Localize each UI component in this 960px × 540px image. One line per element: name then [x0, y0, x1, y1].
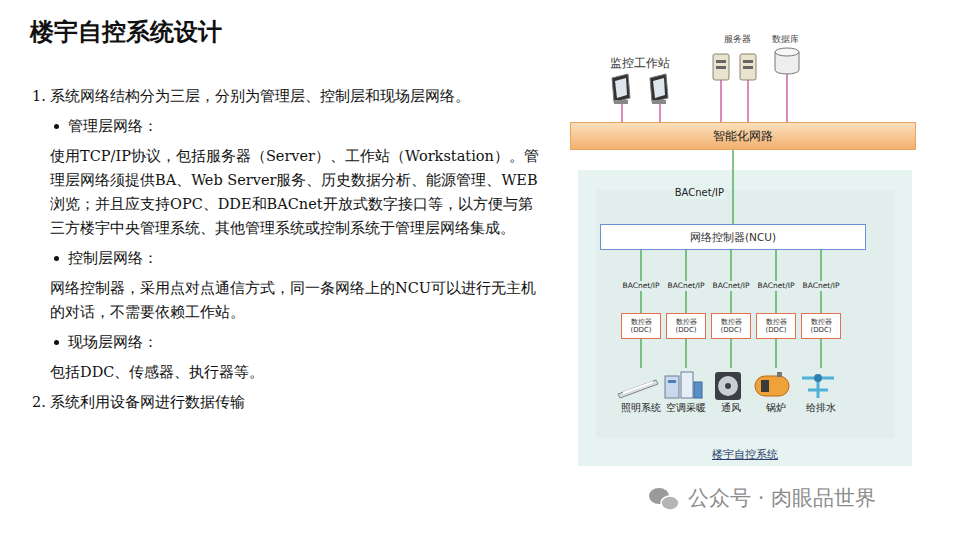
node-text: 空调采暖: [660, 402, 712, 413]
workstation-icon: [612, 74, 668, 104]
ddc-box: 数控器 (DDC): [621, 313, 661, 339]
equipment-icon: [750, 368, 796, 402]
system-panel: [578, 170, 912, 466]
network-link: [640, 339, 641, 368]
network-link: [775, 339, 776, 368]
node-text: 数控器 (DDC): [624, 318, 658, 335]
database-icon: [775, 48, 799, 74]
node-text: 通风: [705, 402, 757, 413]
protocol-label: BACnet/IP: [667, 281, 706, 291]
bullet-heading: 管理层网络：: [32, 114, 542, 138]
equipment-icon: [795, 368, 841, 402]
inner-panel: [596, 190, 895, 438]
node-text: 锅炉: [750, 402, 802, 413]
body-paragraph: 包括DDC、传感器、执行器等。: [32, 360, 542, 384]
bullet-dot: [54, 256, 59, 261]
equipment-icon: [705, 368, 751, 402]
equipment-icon: [615, 368, 661, 402]
node-text: 给排水: [795, 402, 847, 413]
wechat-logo: [649, 488, 679, 510]
equipment-item: 锅炉: [750, 368, 802, 424]
body-paragraph: 使用TCP/IP协议，包括服务器（Server）、工作站（Workstation…: [32, 144, 542, 240]
controller-box: 网络控制器(NCU): [600, 224, 866, 250]
icon-label: 服务器: [724, 34, 751, 46]
ddc-box: 数控器 (DDC): [711, 313, 751, 339]
node-text: 智能化网路: [713, 129, 773, 143]
bullet-dot: [54, 124, 59, 129]
list-item: 1. 系统网络结构分为三层，分别为管理层、控制层和现场层网络。: [32, 84, 542, 108]
network-link: [730, 339, 731, 368]
network-link: [820, 339, 821, 368]
system-panel: 楼宇自控系统 网络控制器(NCU) 数控器 (DDC) 数控器 (DDC) 数控器 (D…: [578, 170, 912, 466]
text-column: 1. 系统网络结构分为三层，分别为管理层、控制层和现场层网络。管理层网络： 使用T…: [32, 84, 542, 420]
protocol-label: BACnet/IP: [712, 281, 751, 291]
node-text: 数控器 (DDC): [714, 318, 748, 335]
list-item: 2. 系统利用设备网进行数据传输: [32, 390, 542, 414]
equipment-item: 通风: [705, 368, 757, 424]
node-text: 网络控制器(NCU): [690, 231, 776, 244]
watermark: 公众号 · 肉眼品世界: [688, 484, 876, 512]
equipment-item: 照明系统: [615, 368, 667, 424]
ddc-box: 数控器 (DDC): [756, 313, 796, 339]
node-text: 数控器 (DDC): [759, 318, 793, 335]
equipment-item: 给排水: [795, 368, 847, 424]
node-text: 数控器 (DDC): [804, 318, 838, 335]
protocol-label: BACnet/IP: [674, 186, 725, 199]
network-bar: 智能化网路: [570, 122, 916, 150]
server-icon: [713, 54, 756, 80]
bullet-heading: 现场层网络：: [32, 330, 542, 354]
icon-label: 数据库: [772, 34, 799, 46]
network-link: [685, 339, 686, 368]
ddc-box: 数控器 (DDC): [801, 313, 841, 339]
bullet-dot: [54, 340, 59, 345]
ddc-box: 数控器 (DDC): [666, 313, 706, 339]
equipment-item: 空调采暖: [660, 368, 712, 424]
protocol-label: BACnet/IP: [622, 281, 661, 291]
protocol-label: BACnet/IP: [802, 281, 841, 291]
network-link: [732, 150, 733, 224]
bullet-heading: 控制层网络：: [32, 246, 542, 270]
equipment-icon: [660, 368, 706, 402]
node-text: 楼宇自控系统: [712, 448, 778, 461]
protocol-label: BACnet/IP: [757, 281, 796, 291]
node-text: 数控器 (DDC): [669, 318, 703, 335]
network-wire: [622, 72, 787, 122]
node-text: 照明系统: [615, 402, 667, 413]
icon-label: 监控工作站: [610, 56, 670, 71]
page-title: 楼宇自控系统设计: [30, 16, 222, 48]
body-paragraph: 网络控制器，采用点对点通信方式，同一条网络上的NCU可以进行无主机的对话，不需要…: [32, 276, 542, 324]
